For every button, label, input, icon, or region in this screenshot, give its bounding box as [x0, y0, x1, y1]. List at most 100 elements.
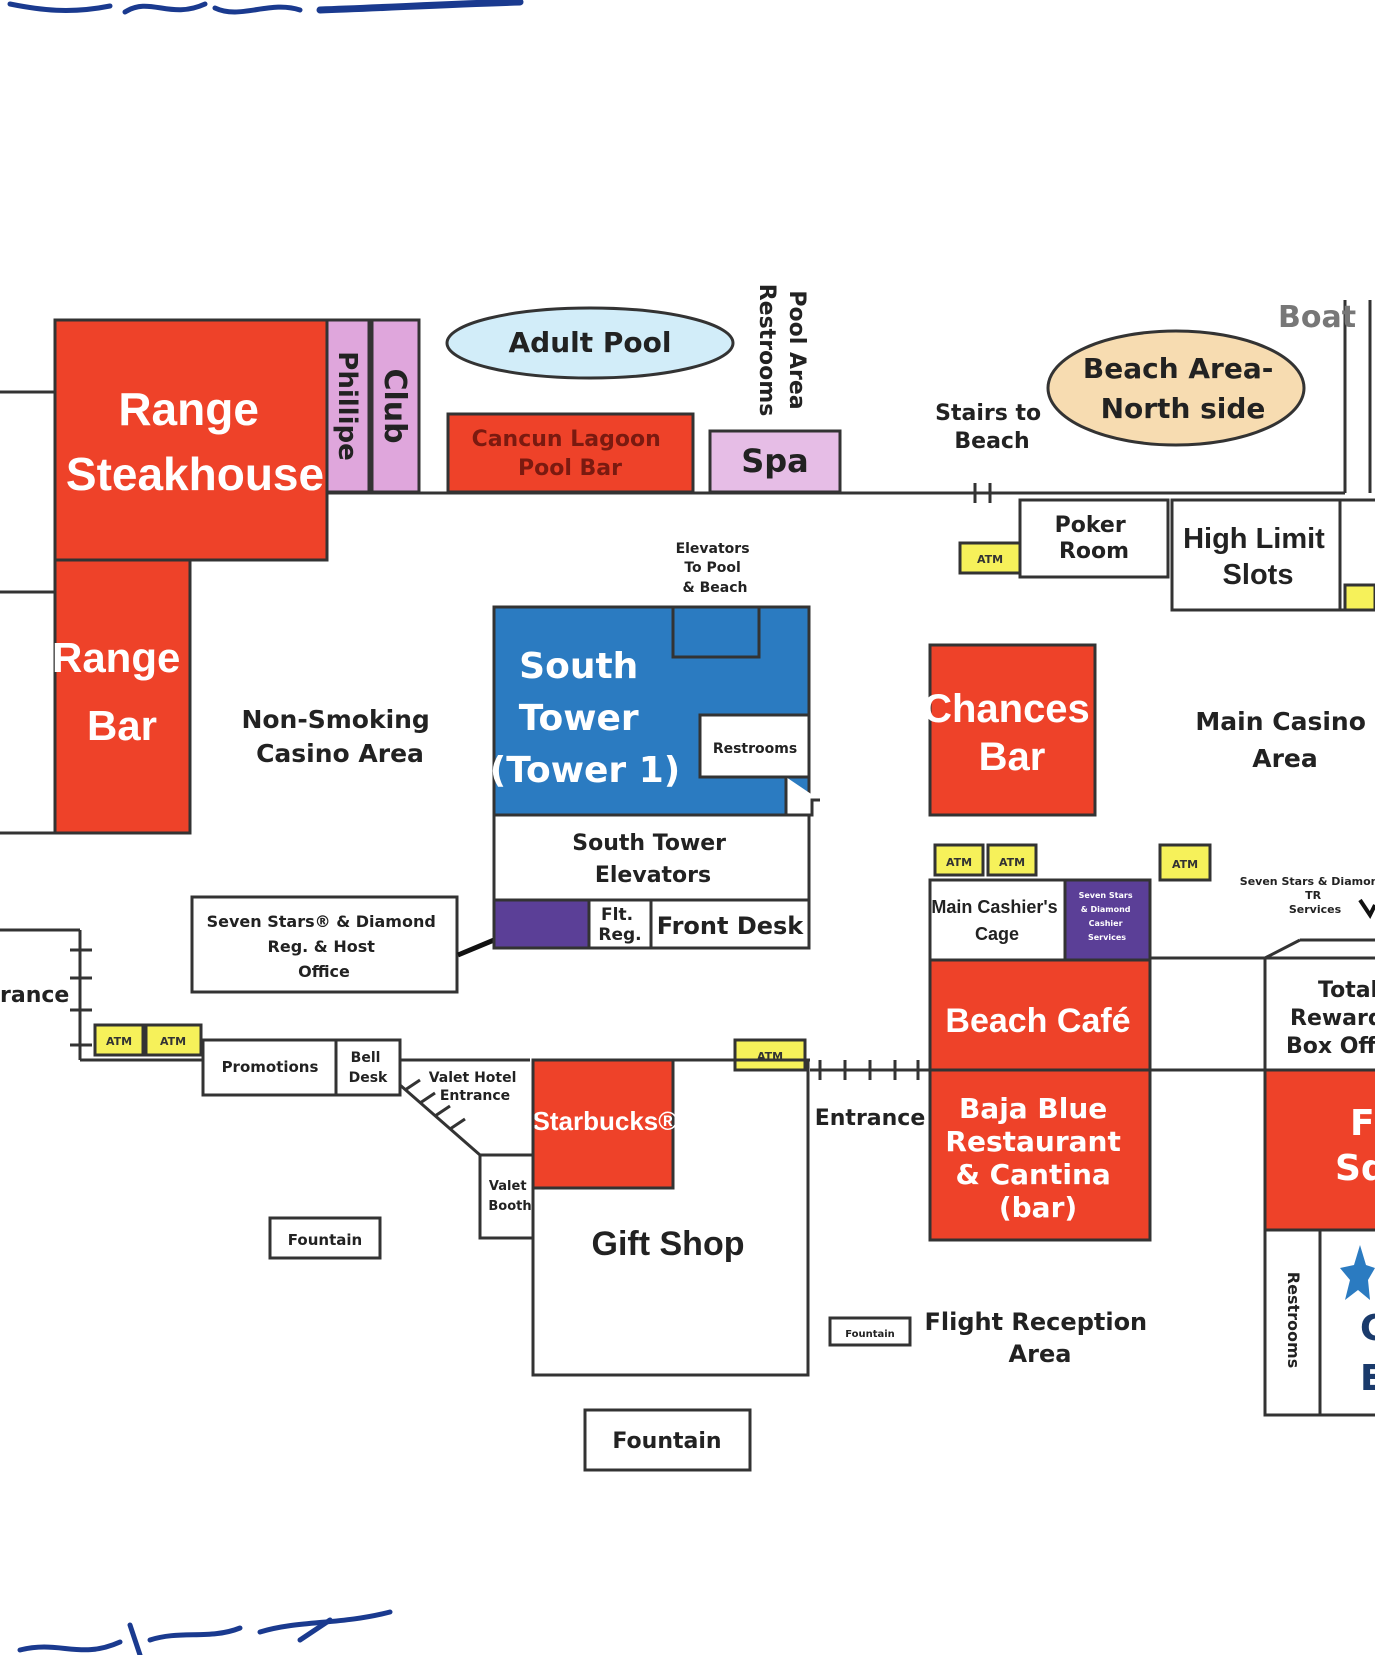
restrooms-tower-block	[698, 713, 811, 779]
south-tower-label: South Tower (Tower 1)	[490, 646, 680, 791]
gift-shop-label: Gift Shop	[592, 1225, 745, 1263]
fountain-left-block	[268, 1216, 382, 1260]
spa-block	[708, 429, 842, 494]
club-label: Club	[377, 368, 412, 443]
poker-room-label: Poker Room	[1055, 513, 1134, 564]
high-limit-slots-label: High Limit Slots	[1183, 523, 1333, 591]
seven-stars-cashier-label: Seven Stars & Diamond Cashier Services	[1079, 891, 1136, 942]
atm-label: ATM	[1172, 858, 1198, 871]
atm-box	[144, 1023, 203, 1057]
flt-reg-label: Flt. Reg.	[598, 905, 641, 945]
atm-box	[958, 541, 1022, 575]
atm-group-left: ATM ATM ATM ATM	[93, 541, 1375, 1072]
elevators-pool-box	[671, 605, 761, 659]
total-rewards-block	[1263, 956, 1375, 1072]
services-arrow	[1358, 898, 1375, 919]
chances-bar-block	[928, 643, 1097, 817]
right-partial-block	[1318, 1228, 1375, 1417]
atm-label: ATM	[946, 856, 972, 869]
seven-stars-cashier-block	[1063, 878, 1152, 962]
south-tower-elevators-label: South Tower Elevators	[572, 831, 733, 888]
restrooms-vertical-label: Restrooms	[1284, 1272, 1303, 1368]
fountain-small-label: Fountain	[845, 1329, 895, 1340]
atm-box	[93, 1023, 145, 1057]
starbucks-label: Starbucks®	[533, 1106, 678, 1136]
main-cashiers-cage-block	[928, 878, 1067, 962]
front-desk-label: Front Desk	[657, 912, 805, 940]
baja-blue-block	[928, 1068, 1152, 1242]
seven-stars-office-label: Seven Stars® & Diamond Reg. & Host Offic…	[207, 912, 442, 981]
atm-group-cage: ATM ATM ATM	[933, 843, 1212, 882]
seven-stars-services-label: Seven Stars & Diamond TR Services	[1240, 875, 1375, 916]
fountain-bottom-block	[583, 1408, 752, 1472]
restrooms-pool-label: Restrooms	[754, 284, 779, 417]
adult-pool-ellipse	[445, 306, 735, 380]
atm-label: ATM	[977, 553, 1003, 566]
star-icon	[1340, 1245, 1375, 1300]
atm-label: ATM	[160, 1035, 186, 1048]
high-limit-slots-block	[1170, 498, 1342, 612]
non-smoking-label: Non-Smoking Casino Area	[241, 705, 438, 768]
atm-label: ATM	[999, 856, 1025, 869]
flight-reception-label: Flight Reception Area	[924, 1308, 1155, 1368]
promotions-block	[201, 1038, 338, 1097]
door-ticks	[70, 483, 992, 1131]
atm-box	[933, 843, 985, 877]
south-tower-elevators-block	[492, 813, 811, 902]
beach-area-ellipse	[1046, 329, 1306, 447]
handwriting-bottom	[17, 1609, 393, 1655]
fountain-bottom-label: Fountain	[612, 1429, 721, 1454]
beach-cafe-block	[928, 958, 1152, 1072]
boat-label: Boat	[1278, 300, 1356, 335]
atm-box	[733, 1038, 807, 1072]
beach-area-label: Beach Area- North side	[1083, 352, 1283, 425]
elevators-pool-label: Elevators To Pool & Beach	[676, 541, 755, 596]
starbucks-block	[531, 1058, 675, 1190]
atm-box	[1343, 583, 1375, 612]
bell-desk-label: Bell Desk	[349, 1050, 388, 1086]
valet-booth-block	[478, 1153, 535, 1240]
gift-shop-block	[531, 1058, 810, 1377]
club-block	[370, 318, 421, 494]
total-rewards-label: Total Rewards Box Office	[1286, 978, 1375, 1059]
tower-notch	[784, 777, 820, 817]
food-square-block	[1263, 1068, 1375, 1232]
main-casino-label: Main Casino Area	[1195, 707, 1374, 773]
flt-reg-block	[587, 898, 653, 950]
restrooms-tower-label: Restrooms	[713, 741, 797, 757]
pool-area-label: Pool Area	[784, 290, 809, 409]
entrance-mid-label: Entrance	[815, 1106, 926, 1131]
partial-c-label: C	[1360, 1308, 1375, 1349]
stairs-to-beach-label: Stairs to Beach	[935, 401, 1049, 454]
promotions-label: Promotions	[222, 1058, 319, 1076]
chances-bar-label: Chances Bar	[923, 687, 1101, 779]
partial-e-label: E	[1360, 1358, 1375, 1399]
front-desk-block	[649, 898, 811, 950]
seven-stars-office-block	[190, 895, 459, 994]
phillipe-label: Phillipe	[332, 351, 362, 460]
fountain-left-label: Fountain	[288, 1231, 362, 1249]
cancun-lagoon-block	[446, 412, 695, 494]
range-bar-label: Range Bar	[52, 634, 192, 749]
atm-box	[986, 843, 1038, 877]
bell-desk-block	[334, 1038, 402, 1097]
entrance-left-label: rance	[0, 983, 69, 1008]
poker-room-block	[1018, 498, 1170, 579]
phillipe-block	[325, 318, 371, 494]
main-cashiers-cage-label: Main Cashier's Cage	[931, 897, 1062, 944]
atm-label: ATM	[106, 1035, 132, 1048]
valet-booth-label: Valet Booth	[488, 1179, 531, 1214]
beach-cafe-label: Beach Café	[945, 1002, 1130, 1040]
spa-label: Spa	[741, 442, 809, 480]
baja-blue-label: Baja Blue Restaurant & Cantina (bar)	[945, 1092, 1130, 1224]
adult-pool-label: Adult Pool	[509, 326, 672, 359]
range-steakhouse-block	[53, 318, 329, 562]
food-square-label: F Sq	[1335, 1103, 1375, 1189]
handwriting-top	[7, 0, 524, 15]
range-steakhouse-label: Range Steakhouse	[66, 383, 324, 500]
fountain-small-block	[828, 1316, 912, 1347]
cancun-lagoon-label: Cancun Lagoon Pool Bar	[472, 427, 669, 481]
valet-entrance-label: Valet Hotel Entrance	[429, 1070, 522, 1104]
purple-reg-block	[492, 898, 591, 950]
